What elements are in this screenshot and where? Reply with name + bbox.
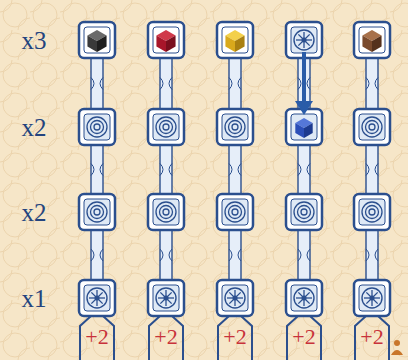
- rail-ornament: [298, 249, 310, 261]
- rail-ornament: [366, 249, 378, 261]
- track-rail: [160, 145, 172, 194]
- rail-ornament: [91, 78, 103, 90]
- rail-ornament: [160, 164, 172, 176]
- rail-ornament: [229, 164, 241, 176]
- track-space: [148, 109, 184, 145]
- bonus-label: +2: [85, 326, 108, 348]
- track-rail: [229, 145, 241, 194]
- track-space: [286, 280, 322, 316]
- multiplier-label: x2: [22, 200, 47, 225]
- track-space: [79, 109, 115, 145]
- track-rail: [366, 230, 378, 280]
- bonus-label: +2: [223, 326, 246, 348]
- player-icon: [391, 340, 403, 355]
- move-arrow: [295, 52, 313, 115]
- track-rail: [298, 145, 310, 194]
- track-rail: [366, 145, 378, 194]
- track-rail: [366, 58, 378, 109]
- rail-ornament: [160, 249, 172, 261]
- track-end-rail: [149, 316, 183, 360]
- rail-ornament: [366, 164, 378, 176]
- track-space: [354, 109, 390, 145]
- track-space: [148, 280, 184, 316]
- track-rail: [229, 58, 241, 109]
- bonus-label: +2: [154, 326, 177, 348]
- track-rail: [229, 230, 241, 280]
- rail-ornament: [298, 164, 310, 176]
- track-end-rail: [287, 316, 321, 360]
- rail-ornament: [366, 78, 378, 90]
- multiplier-label: x2: [22, 115, 47, 140]
- track-space: [354, 194, 390, 230]
- track-rail: [91, 145, 103, 194]
- track-rail: [298, 230, 310, 280]
- track-space: [79, 22, 115, 58]
- track-space: [217, 22, 253, 58]
- track-space: [217, 280, 253, 316]
- track-space: [148, 194, 184, 230]
- track-rail: [160, 230, 172, 280]
- rail-ornament: [91, 164, 103, 176]
- track-space: [79, 280, 115, 316]
- track-space: [354, 280, 390, 316]
- track-end-rail: [80, 316, 114, 360]
- rail-ornament: [91, 249, 103, 261]
- track-space: [79, 194, 115, 230]
- track-space: [286, 194, 322, 230]
- track-space: [354, 22, 390, 58]
- multiplier-label: x3: [22, 28, 47, 53]
- multiplier-label: x1: [22, 286, 47, 311]
- track-end-rail: [218, 316, 252, 360]
- track-end-rail: [355, 316, 389, 360]
- bonus-label: +2: [360, 326, 383, 348]
- track-rail: [91, 230, 103, 280]
- rail-ornament: [229, 78, 241, 90]
- bonus-label: +2: [292, 326, 315, 348]
- rail-ornament: [160, 78, 172, 90]
- track-space: [217, 109, 253, 145]
- track-rail: [160, 58, 172, 109]
- rail-ornament: [229, 249, 241, 261]
- track-space: [217, 194, 253, 230]
- track-rail: [91, 58, 103, 109]
- track-space: [148, 22, 184, 58]
